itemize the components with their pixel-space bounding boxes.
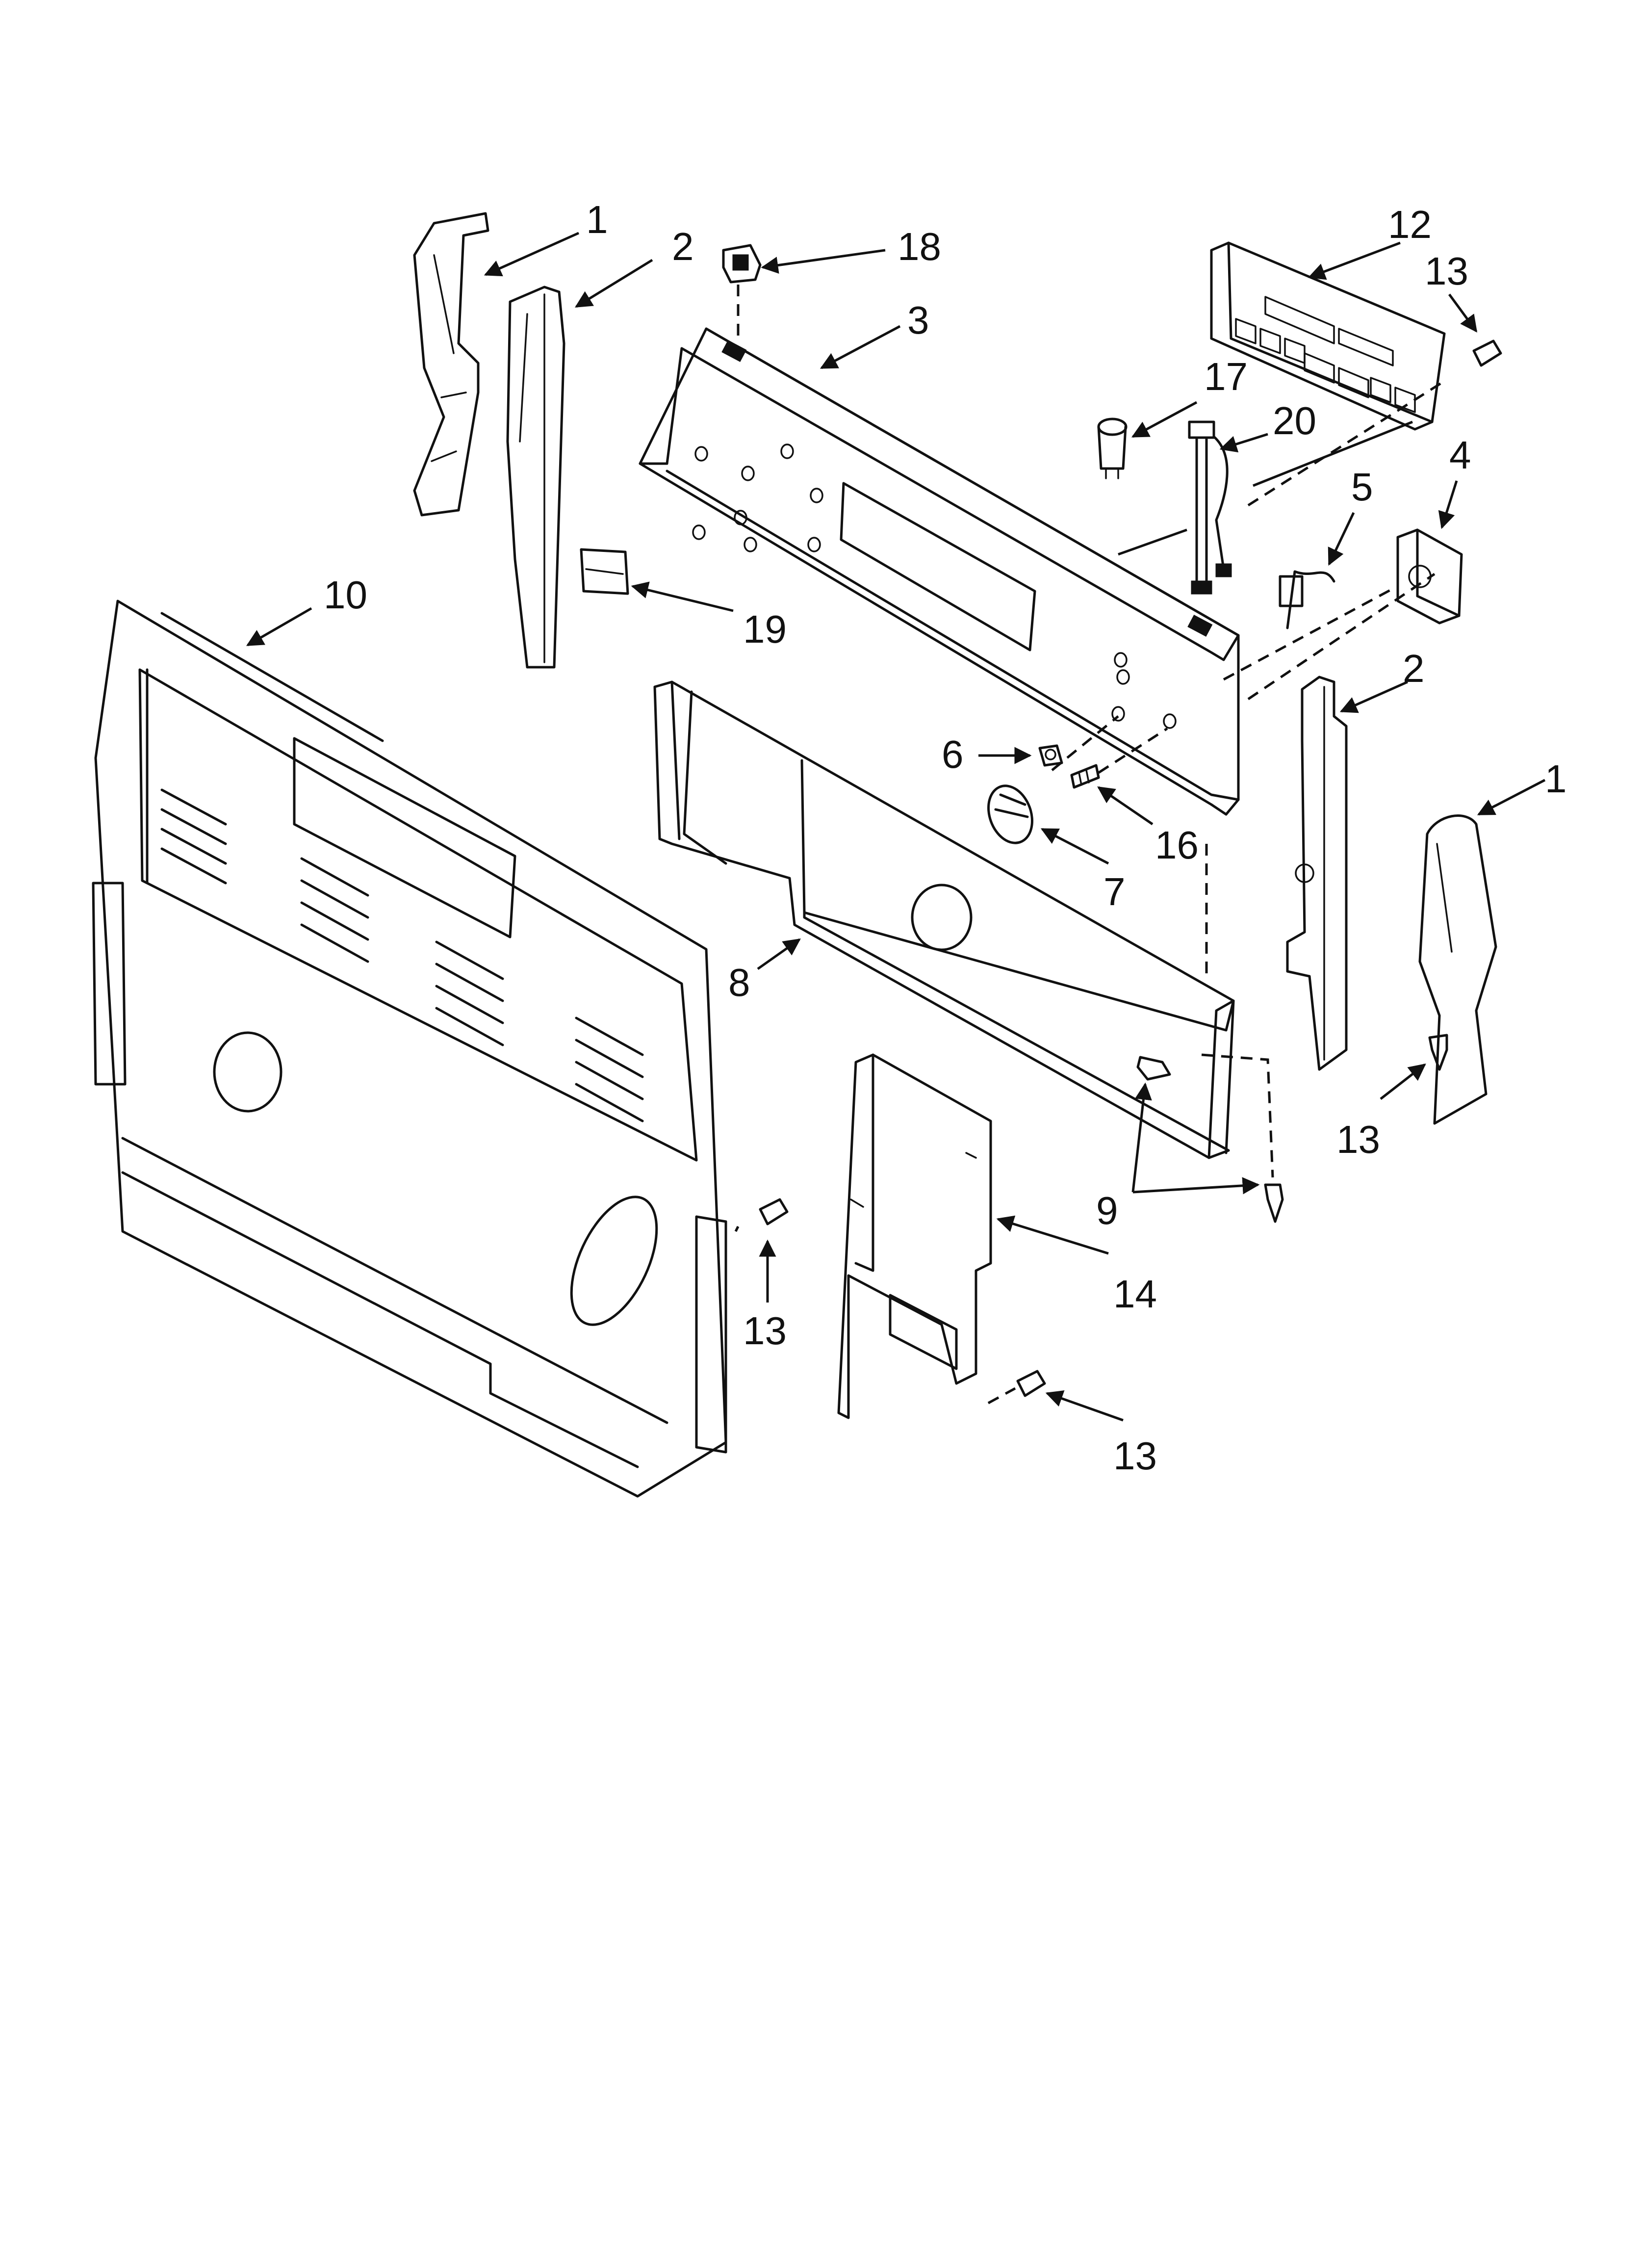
oval-opening <box>570 1196 658 1326</box>
assembly-lines <box>734 285 1443 1405</box>
part-screws-13 <box>759 339 1502 1397</box>
callout-7: 7 <box>1103 870 1126 913</box>
callout-8: 8 <box>728 961 750 1004</box>
round-opening <box>213 1031 282 1113</box>
part-electronic-control <box>1210 241 1446 431</box>
part-screw-16 <box>1070 764 1100 789</box>
callout-12: 12 <box>1388 203 1432 246</box>
callout-2-top-left: 2 <box>672 225 694 268</box>
callout-16: 16 <box>1155 823 1199 867</box>
callout-19: 19 <box>743 607 787 651</box>
callout-10: 10 <box>324 573 367 617</box>
part-wire-sensor <box>1279 570 1335 629</box>
part-end-cap-left <box>413 212 489 517</box>
part-side-bracket-left <box>506 286 565 669</box>
callout-1-top-left: 1 <box>586 198 608 241</box>
callout-13-top-right: 13 <box>1425 249 1468 293</box>
callout-20: 20 <box>1273 399 1316 443</box>
callout-6: 6 <box>942 732 964 776</box>
part-indicator-light <box>1097 417 1128 479</box>
part-manifold-panel <box>653 680 1235 1159</box>
part-clip <box>580 548 629 595</box>
part-wire-harness <box>1188 420 1232 595</box>
part-push-button <box>1038 744 1063 767</box>
part-screws-9 <box>1136 1056 1284 1223</box>
part-rear-panel <box>92 600 727 1498</box>
vent-louvers <box>160 788 644 1122</box>
callout-13-bottom: 13 <box>1113 1434 1157 1478</box>
leader-lines <box>246 232 1546 1422</box>
callout-4: 4 <box>1449 433 1471 477</box>
callout-9: 9 <box>1096 1189 1118 1232</box>
callout-5: 5 <box>1351 465 1373 509</box>
callout-3: 3 <box>907 298 929 342</box>
keypad-buttons <box>1235 318 1416 413</box>
callout-17: 17 <box>1204 355 1248 398</box>
display-window <box>840 482 1036 652</box>
callout-14: 14 <box>1113 1272 1157 1316</box>
part-rear-cover <box>837 1053 992 1419</box>
callout-labels: 1 2 18 3 12 13 17 20 4 5 10 19 2 1 6 16 … <box>324 198 1567 1478</box>
callout-1-right: 1 <box>1545 757 1567 801</box>
callout-2-right: 2 <box>1403 647 1425 690</box>
manifold-opening <box>911 884 973 951</box>
part-end-cap-right <box>1418 814 1497 1125</box>
part-side-bracket-right <box>1286 676 1348 1071</box>
callout-18: 18 <box>898 225 941 268</box>
panel-holes <box>692 443 1177 729</box>
callout-13-center: 13 <box>743 1309 787 1353</box>
part-knob <box>987 784 1033 844</box>
part-switch <box>722 244 762 284</box>
callout-13-right: 13 <box>1336 1118 1380 1161</box>
part-control-panel <box>639 327 1240 816</box>
